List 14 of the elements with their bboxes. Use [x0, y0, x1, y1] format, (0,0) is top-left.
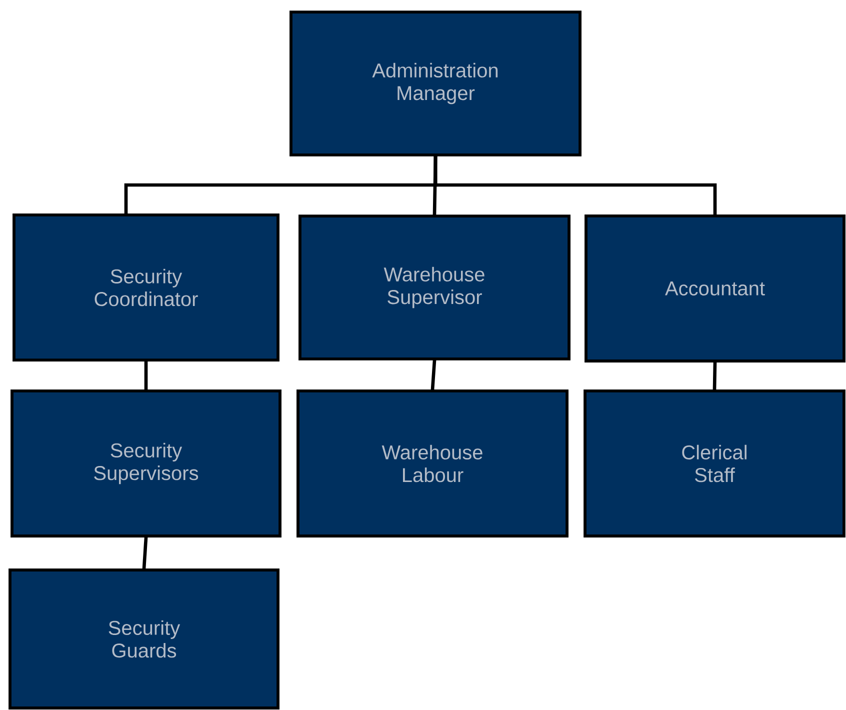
org-box: Accountant: [584, 214, 846, 362]
connector-line: [434, 154, 717, 216]
connector-line: [144, 360, 148, 392]
org-box: Warehouse Supervisor: [298, 214, 570, 360]
org-box: Security Guards: [8, 568, 280, 710]
org-box: Administration Manager: [290, 10, 582, 156]
org-box: Security Coordinator: [12, 214, 280, 362]
org-box: Security Supervisors: [10, 390, 282, 538]
connector-line: [142, 536, 148, 570]
org-box: Warehouse Labour: [296, 390, 568, 538]
org-box: Clerical Staff: [584, 390, 846, 538]
connector-line: [712, 360, 717, 392]
connector-line: [432, 154, 438, 216]
connector-line: [430, 358, 436, 392]
